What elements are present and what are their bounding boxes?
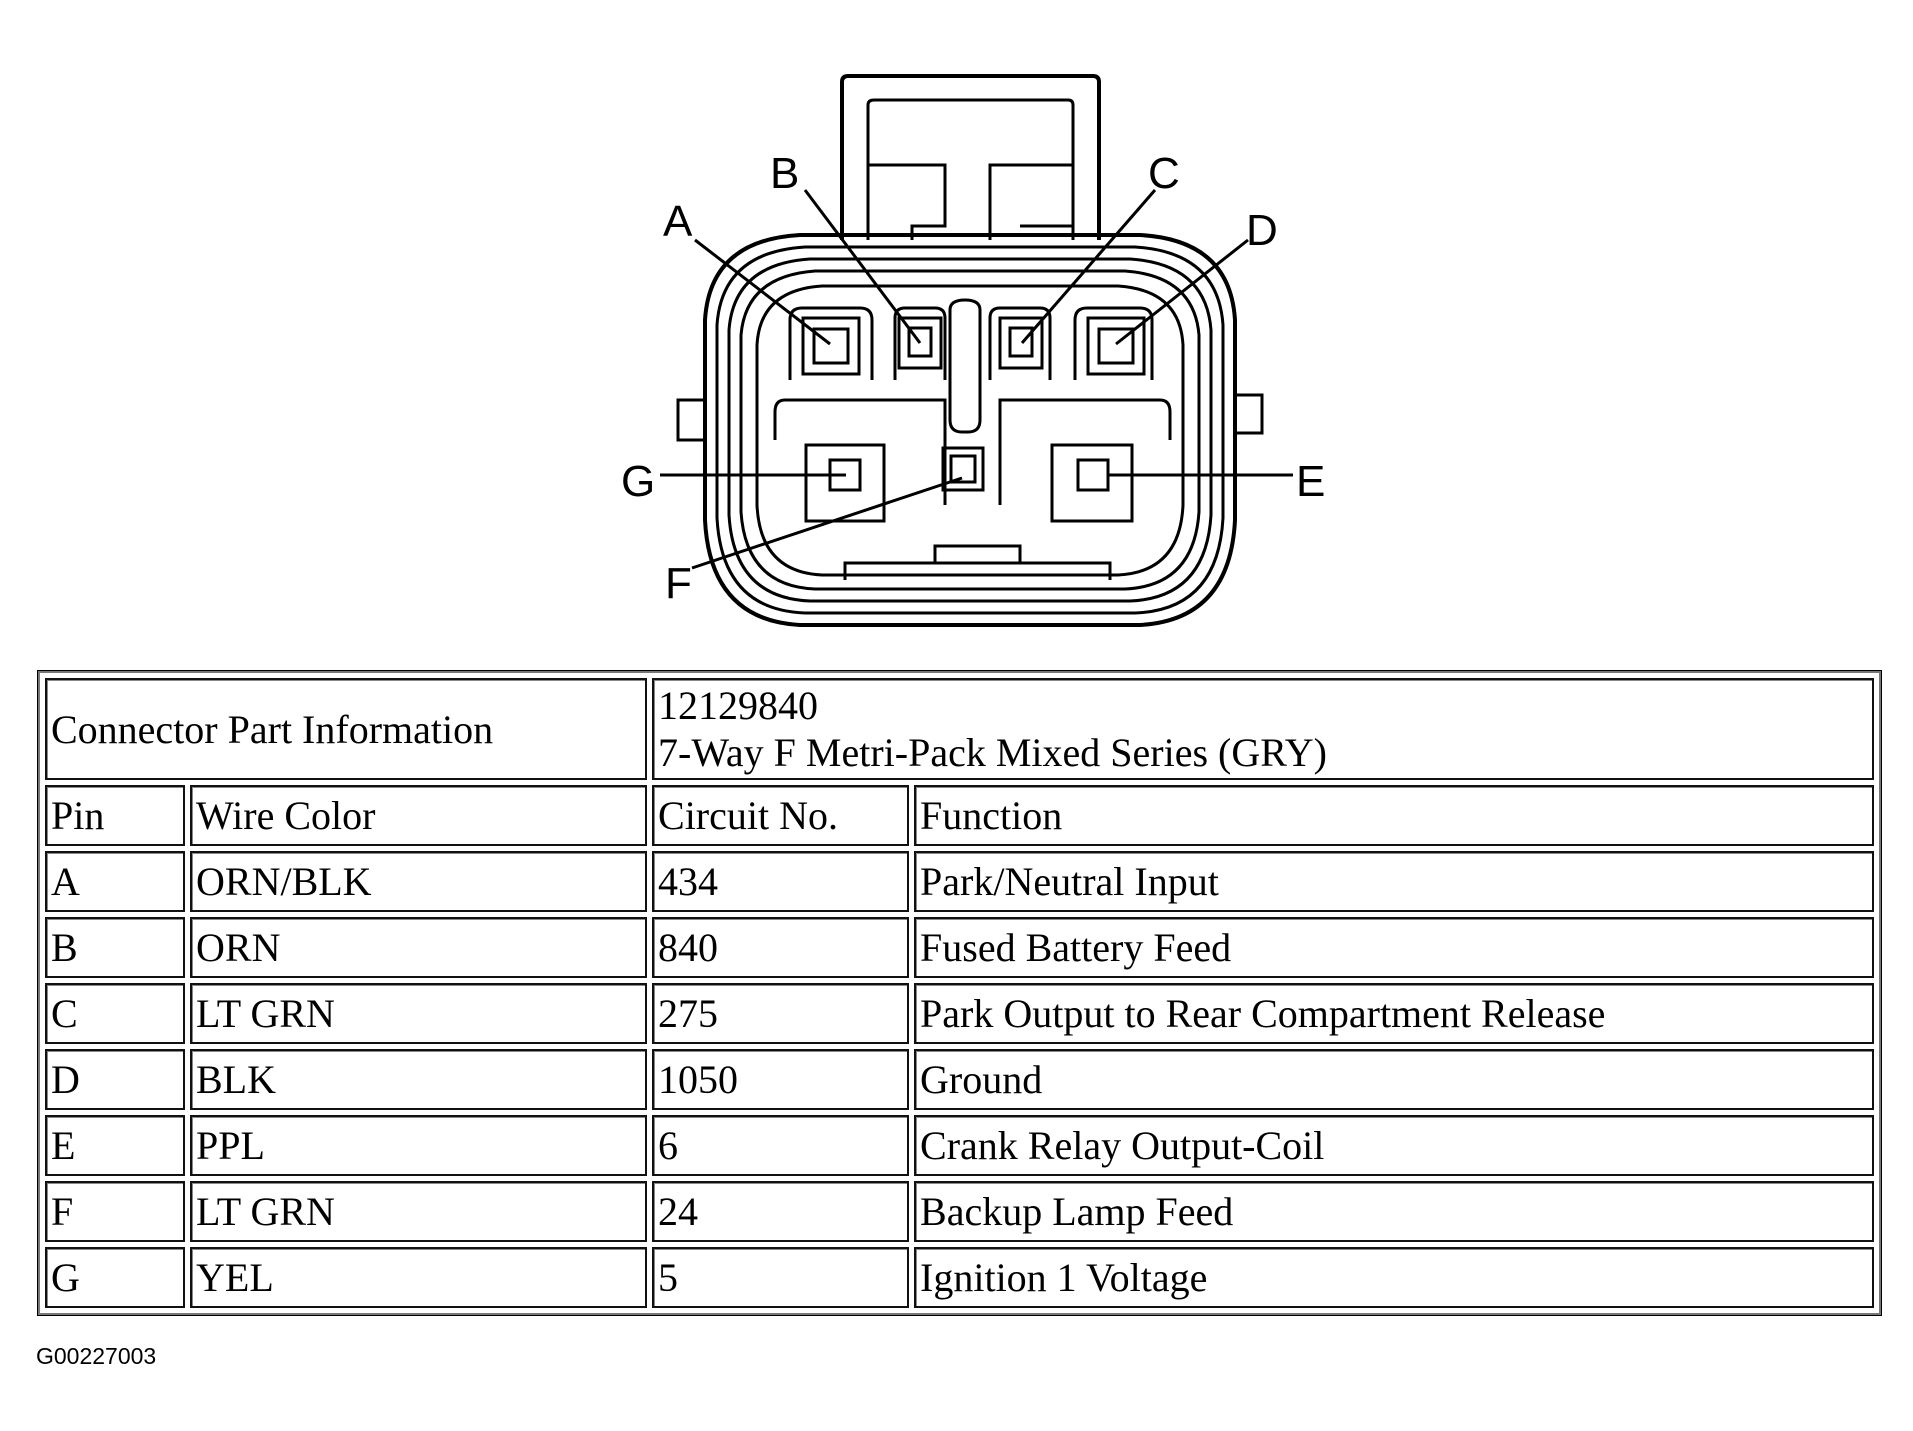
cell-circuit: 1050 [652, 1049, 910, 1110]
leader-line-d [1115, 238, 1249, 346]
connector-info-row: Connector Part Information 12129840 7-Wa… [45, 678, 1874, 780]
cell-circuit: 24 [652, 1181, 910, 1242]
connector-part-number: 12129840 [658, 683, 819, 728]
terminal-e [1076, 458, 1110, 492]
terminal-a [812, 327, 850, 365]
figure-id: G00227003 [36, 1343, 157, 1369]
terminal-d [1097, 327, 1135, 365]
cell-function: Park/Neutral Input [914, 851, 1874, 912]
cell-wire-color: LT GRN [190, 1181, 648, 1242]
table-row: C LT GRN 275 Park Output to Rear Compart… [45, 983, 1874, 1044]
cell-pin: D [45, 1049, 185, 1110]
connector-body [676, 74, 1264, 627]
cell-circuit: 434 [652, 851, 910, 912]
leader-line-b [803, 189, 922, 344]
pin-label-f: F [665, 559, 692, 608]
pin-label-d: D [1246, 206, 1278, 255]
cell-pin: A [45, 851, 185, 912]
table-row: D BLK 1050 Ground [45, 1049, 1874, 1110]
connector-info-value: 12129840 7-Way F Metri-Pack Mixed Series… [652, 678, 1874, 780]
table-row: A ORN/BLK 434 Park/Neutral Input [45, 851, 1874, 912]
table-row: E PPL 6 Crank Relay Output-Coil [45, 1115, 1874, 1176]
cell-wire-color: LT GRN [190, 983, 648, 1044]
cavity-e [1050, 443, 1134, 523]
cell-function: Crank Relay Output-Coil [914, 1115, 1874, 1176]
header-function: Function [914, 785, 1874, 846]
cell-pin: F [45, 1181, 185, 1242]
cell-wire-color: ORN [190, 917, 648, 978]
header-circuit-no: Circuit No. [652, 785, 910, 846]
cavity-a [801, 316, 861, 376]
pin-label-b: B [770, 149, 799, 198]
cell-function: Fused Battery Feed [914, 917, 1874, 978]
header-wire-color: Wire Color [190, 785, 648, 846]
cavity-g [804, 443, 886, 523]
pin-leader-lines [660, 189, 1293, 570]
cavity-d [1086, 316, 1146, 376]
cavity-f [941, 446, 985, 492]
cell-pin: B [45, 917, 185, 978]
cell-pin: G [45, 1247, 185, 1308]
cell-circuit: 275 [652, 983, 910, 1044]
table-row: F LT GRN 24 Backup Lamp Feed [45, 1181, 1874, 1242]
leader-line-a [694, 238, 831, 346]
cell-wire-color: ORN/BLK [190, 851, 648, 912]
terminal-f [949, 454, 977, 484]
cell-function: Backup Lamp Feed [914, 1181, 1874, 1242]
leader-line-f [691, 476, 963, 570]
cell-pin: E [45, 1115, 185, 1176]
terminal-b [907, 326, 933, 358]
terminal-c [1008, 326, 1034, 358]
pin-label-a: A [663, 197, 693, 246]
terminal-cavities [801, 316, 1146, 523]
connector-info-label: Connector Part Information [45, 678, 648, 780]
pinout-table: Connector Part Information 12129840 7-Wa… [37, 670, 1882, 1316]
cell-pin: C [45, 983, 185, 1044]
cell-wire-color: YEL [190, 1247, 648, 1308]
leader-line-c [1020, 189, 1157, 344]
table-header-row: Pin Wire Color Circuit No. Function [45, 785, 1874, 846]
connector-description: 7-Way F Metri-Pack Mixed Series (GRY) [658, 730, 1327, 775]
cell-wire-color: BLK [190, 1049, 648, 1110]
cell-circuit: 840 [652, 917, 910, 978]
pin-label-c: C [1148, 149, 1180, 198]
cell-wire-color: PPL [190, 1115, 648, 1176]
cell-function: Ground [914, 1049, 1874, 1110]
pin-label-g: G [621, 457, 655, 506]
cell-circuit: 5 [652, 1247, 910, 1308]
cell-function: Ignition 1 Voltage [914, 1247, 1874, 1308]
table-row: B ORN 840 Fused Battery Feed [45, 917, 1874, 978]
table-row: G YEL 5 Ignition 1 Voltage [45, 1247, 1874, 1308]
cavity-b [897, 316, 943, 370]
cell-function: Park Output to Rear Compartment Release [914, 983, 1874, 1044]
pin-label-e: E [1296, 457, 1325, 506]
connector-face-diagram: A B C D E F G [621, 74, 1325, 627]
header-pin: Pin [45, 785, 185, 846]
cell-circuit: 6 [652, 1115, 910, 1176]
cavity-c [998, 316, 1044, 370]
